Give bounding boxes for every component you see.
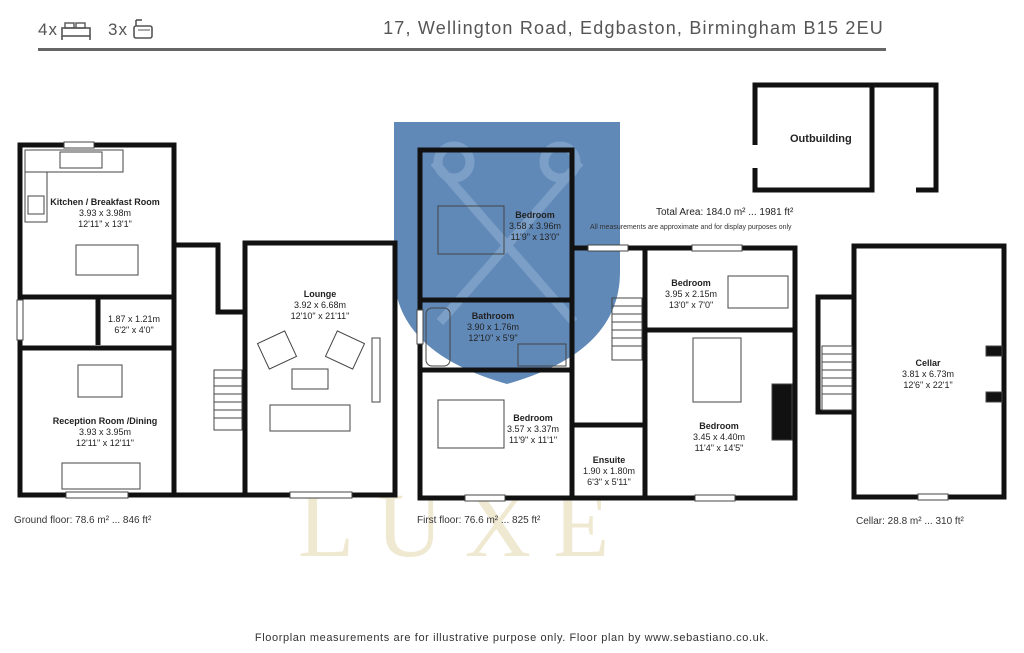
chimney-breast-2 bbox=[985, 391, 1003, 403]
bed-icon-large bbox=[692, 337, 742, 403]
bedroom3-name: Bedroom bbox=[671, 278, 711, 288]
coffee-table bbox=[291, 368, 329, 390]
fixtures bbox=[24, 149, 1003, 490]
first-floor-area: First floor: 76.6 m² ... 825 ft² bbox=[417, 515, 541, 526]
cellar-area: Cellar: 28.8 m² ... 310 ft² bbox=[856, 516, 964, 527]
lounge-metric: 3.92 x 6.68m bbox=[293, 300, 347, 310]
ensuite-label: Ensuite 1.90 x 1.80m 6'3" x 5'11" bbox=[578, 455, 640, 488]
first-floor-stairs bbox=[611, 297, 643, 361]
bedroom-count-text: 4x bbox=[38, 20, 58, 39]
bedroom4-imperial: 11'4" x 14'5" bbox=[694, 443, 744, 453]
bathroom-label: Bathroom 3.90 x 1.76m 12'10" x 5'9" bbox=[458, 311, 528, 344]
bathroom-metric: 3.90 x 1.76m bbox=[466, 322, 520, 332]
bathroom-name: Bathroom bbox=[471, 311, 515, 321]
utility-label: 1.87 x 1.21m 6'2" x 4'0" bbox=[104, 314, 164, 336]
lounge-sofa-icon bbox=[269, 404, 351, 432]
sink-icon bbox=[59, 151, 103, 169]
bed-icon-front bbox=[437, 205, 505, 255]
fireplace bbox=[371, 337, 381, 403]
kitchen-worktop bbox=[24, 149, 124, 173]
bedroom2-imperial: 11'9" x 11'1" bbox=[508, 435, 558, 445]
cellar-metric: 3.81 x 6.73m bbox=[901, 369, 955, 379]
bedroom3-imperial: 13'0" x 7'0" bbox=[668, 300, 714, 310]
reception-metric: 3.93 x 3.95m bbox=[78, 427, 132, 437]
cellar-imperial: 12'6" x 22'1" bbox=[903, 380, 953, 390]
bathroom-imperial: 12'10" x 5'9" bbox=[468, 333, 518, 343]
utility-imperial: 6'2" x 4'0" bbox=[114, 325, 154, 335]
ground-floor-area: Ground floor: 78.6 m² ... 846 ft² bbox=[14, 515, 152, 526]
bedroom2-metric: 3.57 x 3.37m bbox=[506, 424, 560, 434]
watermark-text: LUXE bbox=[298, 474, 632, 576]
ensuite-metric: 1.90 x 1.80m bbox=[582, 466, 636, 476]
dining-table bbox=[77, 364, 123, 398]
shower-tray bbox=[517, 343, 567, 367]
bedroom-count: 4x bbox=[38, 20, 58, 40]
hob-icon bbox=[27, 195, 45, 215]
cellar-name: Cellar bbox=[915, 358, 941, 368]
outbuilding-label: Outbuilding bbox=[790, 133, 852, 145]
reception-imperial: 12'11" x 12'11" bbox=[75, 438, 135, 448]
cellar-label: Cellar 3.81 x 6.73m 12'6" x 22'1" bbox=[893, 358, 963, 391]
ensuite-imperial: 6'3" x 5'11" bbox=[587, 477, 631, 487]
bed-icon-small bbox=[727, 275, 789, 309]
ensuite-name: Ensuite bbox=[592, 455, 626, 465]
ground-stairs bbox=[213, 369, 243, 431]
bedroom1-name: Bedroom bbox=[515, 210, 555, 220]
bathroom-count: 3x bbox=[108, 20, 128, 40]
bath-icon bbox=[133, 19, 153, 39]
bedroom2-label: Bedroom 3.57 x 3.37m 11'9" x 11'1" bbox=[498, 413, 568, 446]
bedroom3-label: Bedroom 3.95 x 2.15m 13'0" x 7'0" bbox=[656, 278, 726, 311]
lounge-name: Lounge bbox=[303, 289, 337, 299]
bedroom4-name: Bedroom bbox=[699, 421, 739, 431]
bathroom-count-text: 3x bbox=[108, 20, 128, 39]
bedroom4-label: Bedroom 3.45 x 4.40m 11'4" x 14'5" bbox=[684, 421, 754, 454]
kitchen-imperial: 12'11" x 13'1" bbox=[78, 219, 132, 229]
lounge-label: Lounge 3.92 x 6.68m 12'10" x 21'11" bbox=[270, 289, 370, 322]
sofa-icon bbox=[61, 462, 141, 490]
reception-name: Reception Room /Dining bbox=[52, 416, 158, 426]
reception-label: Reception Room /Dining 3.93 x 3.95m 12'1… bbox=[45, 416, 165, 449]
property-address: 17, Wellington Road, Edgbaston, Birmingh… bbox=[383, 18, 884, 38]
bed-icon bbox=[61, 22, 91, 40]
bedroom2-name: Bedroom bbox=[513, 413, 553, 423]
total-area: Total Area: 184.0 m² ... 1981 ft² bbox=[656, 207, 794, 218]
bedroom1-imperial: 11'9" x 13'0" bbox=[510, 232, 560, 242]
windows bbox=[16, 141, 949, 502]
armchair-icon bbox=[256, 330, 298, 370]
kitchen-table bbox=[75, 244, 139, 276]
header-divider bbox=[38, 48, 886, 51]
bedroom1-metric: 3.58 x 3.96m bbox=[508, 221, 562, 231]
bedroom4-metric: 3.45 x 4.40m bbox=[692, 432, 746, 442]
wardrobe bbox=[771, 383, 793, 441]
kitchen-name: Kitchen / Breakfast Room bbox=[50, 197, 160, 207]
kitchen-metric: 3.93 x 3.98m bbox=[78, 208, 132, 218]
bedroom1-label: Bedroom 3.58 x 3.96m 11'9" x 13'0" bbox=[500, 210, 570, 243]
bed-icon-rear bbox=[437, 399, 505, 449]
measurement-disclaimer: All measurements are approximate and for… bbox=[590, 224, 792, 231]
bath-tub bbox=[425, 307, 451, 367]
kitchen-label: Kitchen / Breakfast Room 3.93 x 3.98m 12… bbox=[45, 197, 165, 230]
lounge-imperial: 12'10" x 21'11" bbox=[290, 311, 350, 321]
footer-note: Floorplan measurements are for illustrat… bbox=[254, 632, 770, 644]
utility-metric: 1.87 x 1.21m bbox=[107, 314, 161, 324]
bedroom3-metric: 3.95 x 2.15m bbox=[664, 289, 718, 299]
chimney-breast bbox=[985, 345, 1003, 357]
cellar-stairs bbox=[821, 345, 853, 411]
armchair-icon-2 bbox=[324, 330, 366, 370]
